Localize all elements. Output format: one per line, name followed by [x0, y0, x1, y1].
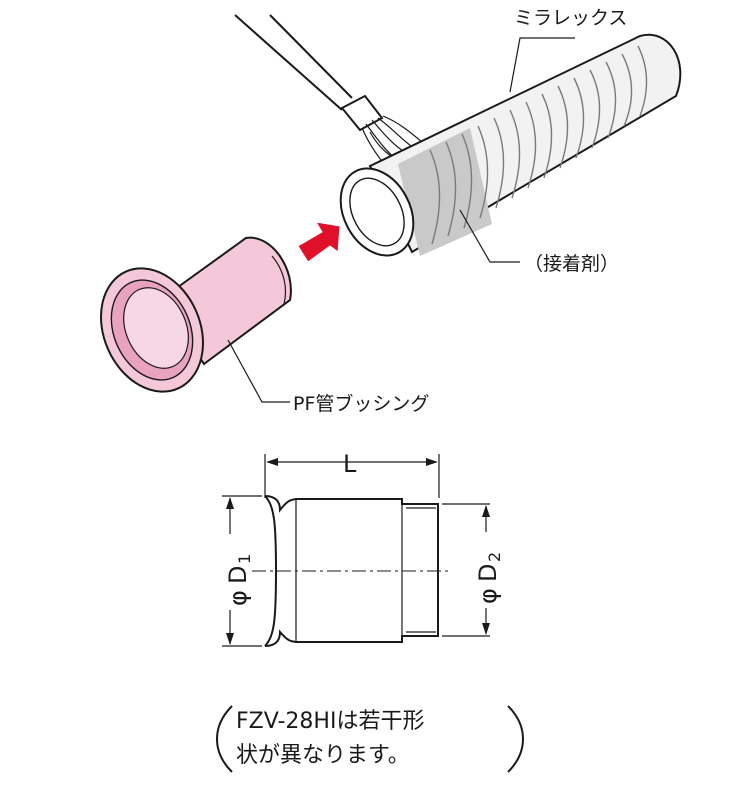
dim-d2: φ D 2: [474, 532, 504, 608]
cross-section-drawing: [222, 454, 490, 647]
svg-text:1: 1: [235, 554, 254, 564]
svg-text:φ: φ: [224, 590, 252, 606]
note-line-2: 状が異なります。: [236, 743, 410, 768]
label-miralex: ミラレックス: [514, 7, 627, 29]
leader-lines: [227, 37, 575, 403]
cable: [234, 14, 423, 165]
svg-text:φ: φ: [474, 588, 502, 604]
insert-arrow: [297, 221, 341, 263]
svg-text:D: D: [224, 566, 252, 584]
note-line-1: FZV-28HIは若干形: [236, 709, 424, 734]
label-pf-bushing: PF管ブッシング: [293, 392, 429, 415]
miralex-tube: [339, 33, 682, 257]
svg-text:2: 2: [485, 552, 504, 562]
dim-length: L: [343, 450, 357, 478]
dim-d1: φ D 1: [224, 534, 254, 610]
note-block: FZV-28HIは若干形 状が異なります。: [216, 705, 524, 773]
pf-bushing: [100, 236, 292, 393]
svg-text:D: D: [474, 564, 502, 582]
label-adhesive: （接着剤）: [524, 253, 619, 275]
